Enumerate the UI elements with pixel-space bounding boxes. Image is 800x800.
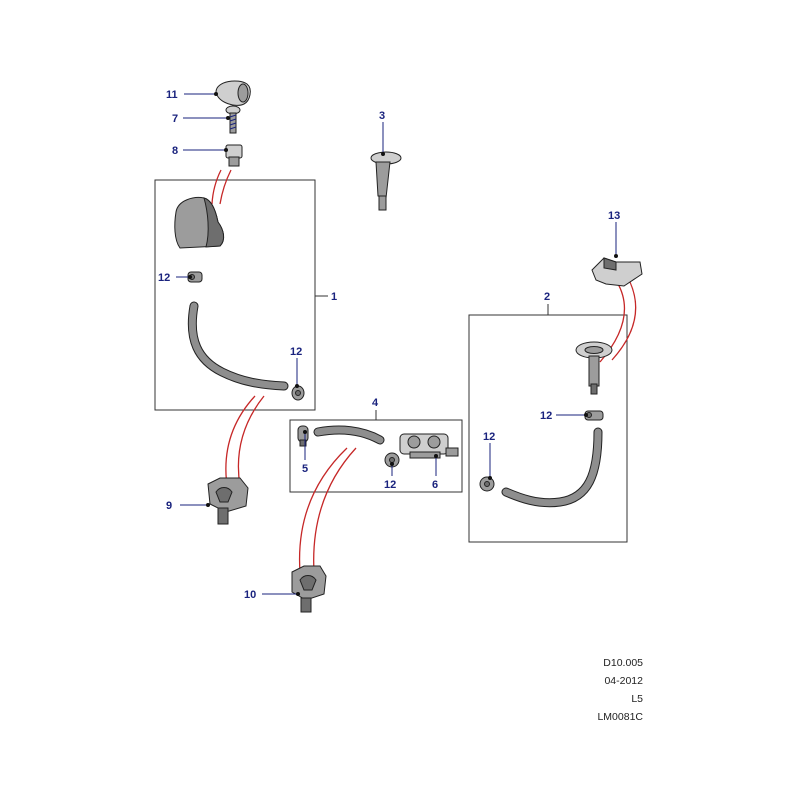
callout-6: 6 bbox=[432, 479, 438, 491]
assembly-2-washer-jet bbox=[575, 341, 613, 395]
clip-12c bbox=[584, 410, 604, 421]
part-8-nut bbox=[225, 144, 243, 167]
callout-12b: 12 bbox=[290, 346, 302, 358]
callout-1: 1 bbox=[331, 291, 337, 303]
part-10-clip bbox=[291, 565, 327, 613]
part-3-washer-jet bbox=[370, 151, 402, 211]
callout-3: 3 bbox=[379, 110, 385, 122]
callout-12a: 12 bbox=[158, 272, 170, 284]
callout-13: 13 bbox=[608, 210, 620, 222]
assembly-1-frame bbox=[154, 179, 316, 411]
callout-9: 9 bbox=[166, 500, 172, 512]
part-6-connector bbox=[399, 433, 459, 459]
leader-lines bbox=[176, 92, 618, 596]
callout-12c: 12 bbox=[540, 410, 552, 422]
callout-4: 4 bbox=[372, 397, 379, 409]
callout-5: 5 bbox=[302, 463, 308, 475]
part-5-valve bbox=[297, 425, 309, 447]
washer-jet-housing bbox=[174, 197, 225, 249]
part-13-bracket bbox=[591, 257, 643, 287]
clip-12d bbox=[479, 476, 495, 492]
reference-code: D10.005 bbox=[603, 657, 643, 669]
callout-11: 11 bbox=[166, 89, 178, 101]
hose-assembly-4 bbox=[313, 425, 385, 445]
hose-assembly-2 bbox=[501, 427, 603, 508]
callout-7: 7 bbox=[172, 113, 178, 125]
part-11-cap bbox=[215, 80, 251, 106]
callout-8: 8 bbox=[172, 145, 178, 157]
callout-2: 2 bbox=[544, 291, 550, 303]
part-7-screw bbox=[225, 105, 241, 134]
reference-block: D10.005 04-2012 L5 LM0081C bbox=[597, 657, 643, 723]
link-lines bbox=[211, 169, 637, 573]
callout-12d: 12 bbox=[483, 431, 495, 443]
reference-date: 04-2012 bbox=[604, 675, 643, 687]
reference-illustration: LM0081C bbox=[597, 711, 643, 723]
clip-12e bbox=[384, 452, 400, 468]
reference-level: L5 bbox=[631, 693, 643, 705]
part-9-clip bbox=[207, 477, 249, 525]
clip-12b bbox=[291, 385, 305, 401]
callout-12e: 12 bbox=[384, 479, 396, 491]
callout-10: 10 bbox=[244, 589, 256, 601]
hose-assembly-1 bbox=[187, 301, 289, 391]
